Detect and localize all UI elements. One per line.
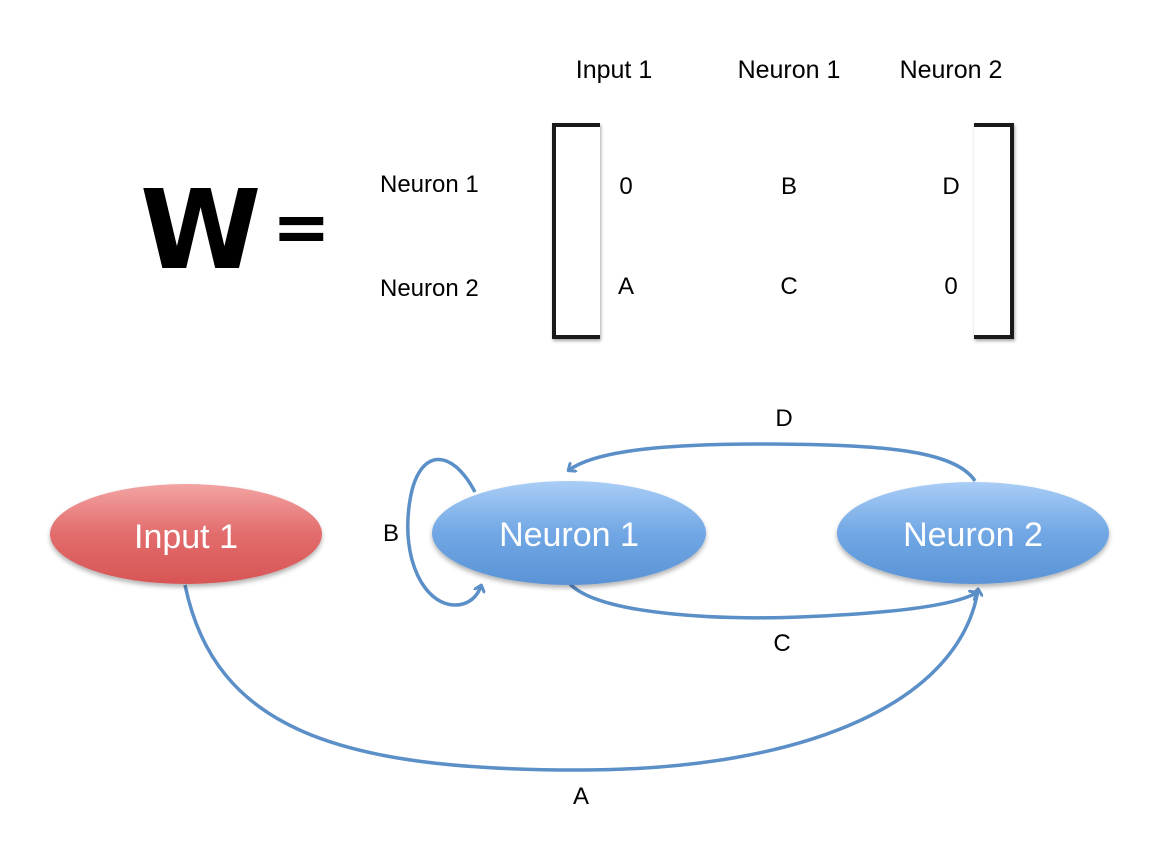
node-label-neuron-2: Neuron 2	[903, 516, 1043, 554]
edge-c	[568, 582, 976, 620]
edge-label-c: C	[773, 630, 791, 657]
edge-b	[406, 457, 481, 607]
matrix-cell-r1-c2: B	[780, 173, 797, 200]
matrix-left-bracket	[552, 123, 600, 339]
node-label-neuron-1: Neuron 1	[499, 516, 639, 554]
edge-d	[569, 442, 977, 482]
matrix-cell-r2-c3: 0	[944, 273, 958, 300]
column-header-neuron-1: Neuron 1	[737, 56, 841, 84]
node-input-1	[50, 484, 322, 584]
equals-sign: =	[272, 186, 331, 268]
matrix-symbol: W	[140, 166, 262, 294]
node-neuron-2	[837, 482, 1109, 584]
edge-label-d: D	[775, 405, 793, 432]
edge-a	[183, 584, 978, 772]
edge-label-a: A	[572, 783, 589, 810]
node-label-input-1: Input 1	[134, 518, 238, 556]
matrix-cell-r2-c2: C	[780, 273, 798, 300]
row-header-neuron-1: Neuron 1	[380, 171, 479, 198]
matrix-cell-r1-c3: D	[942, 173, 960, 200]
matrix-right-bracket	[974, 123, 1014, 339]
row-header-neuron-2: Neuron 2	[380, 275, 479, 302]
column-header-input-1: Input 1	[575, 56, 653, 84]
column-header-neuron-2: Neuron 2	[899, 56, 1003, 84]
matrix-cell-r1-c1: 0	[619, 173, 633, 200]
node-neuron-1	[432, 481, 706, 585]
matrix-cell-r2-c1: A	[617, 273, 634, 300]
edge-label-b: B	[382, 520, 399, 547]
